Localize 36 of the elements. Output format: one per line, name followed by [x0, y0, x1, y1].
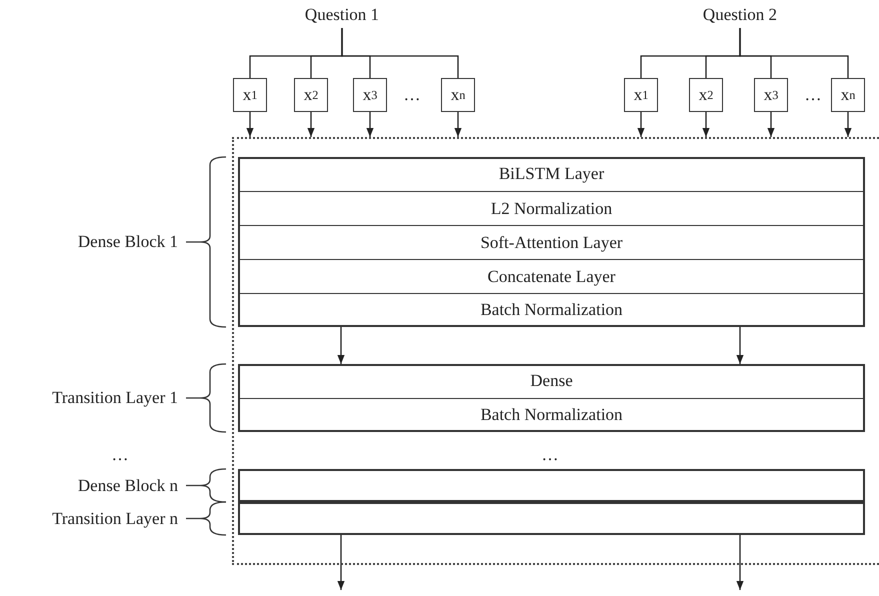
layer-row: Concatenate Layer	[240, 259, 863, 293]
ellipsis: …	[112, 445, 128, 465]
layer-row: BiLSTM Layer	[240, 157, 863, 191]
block-label: Transition Layer 1	[52, 388, 178, 408]
block-label: Dense Block 1	[78, 232, 178, 252]
arrow	[767, 112, 775, 137]
ellipsis: …	[542, 445, 558, 465]
ellipsis: …	[804, 85, 822, 105]
ellipsis: …	[404, 85, 420, 105]
dotted-frame	[232, 137, 879, 565]
arrow	[736, 327, 744, 364]
arrow	[736, 535, 744, 590]
connector-line	[739, 28, 849, 78]
layer-row: Soft-Attention Layer	[240, 225, 863, 259]
connector-line	[341, 28, 459, 78]
layer-row: L2 Normalization	[240, 191, 863, 225]
arrow	[844, 112, 852, 137]
layer-stack	[238, 364, 865, 432]
arrow	[702, 112, 710, 137]
layer-row: Batch Normalization	[240, 293, 863, 325]
layer-row: Batch Normalization	[240, 398, 863, 430]
block-label: Transition Layer n	[52, 508, 178, 528]
block-label: Dense Block n	[78, 476, 178, 496]
arrow	[246, 112, 254, 137]
arrow	[337, 535, 345, 590]
layer-box	[238, 469, 865, 502]
arrow	[454, 112, 462, 137]
arrow	[307, 112, 315, 137]
arrow	[366, 112, 374, 137]
layer-row: Dense	[240, 364, 863, 398]
question-label: Question 2	[690, 4, 790, 26]
layer-box	[238, 502, 865, 535]
layer-stack	[238, 157, 865, 327]
arrow	[337, 327, 345, 364]
arrow	[637, 112, 645, 137]
question-label: Question 1	[292, 4, 392, 26]
